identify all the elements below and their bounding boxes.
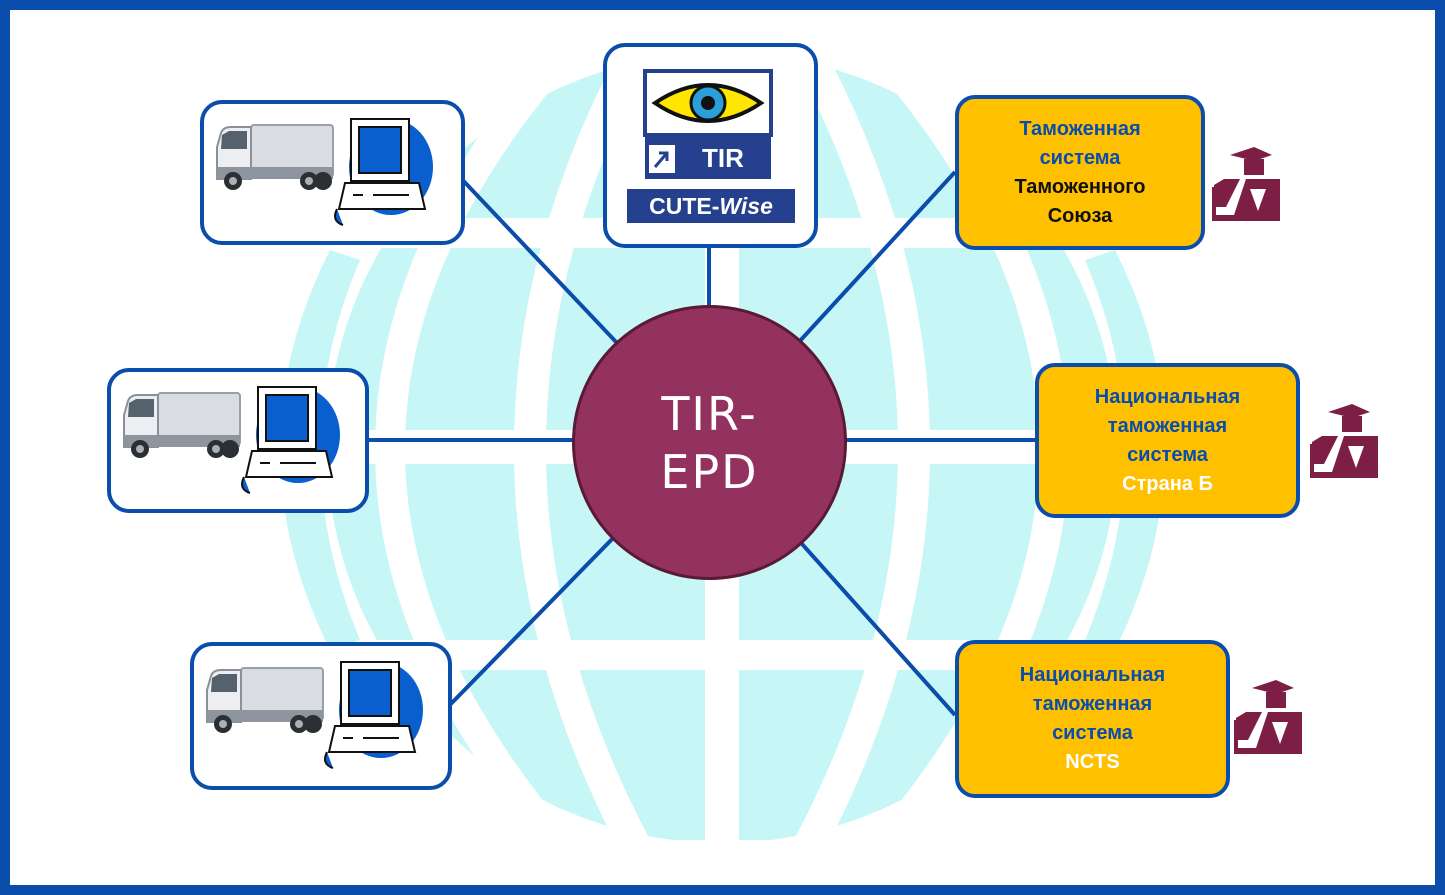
customs-officer-icon	[1234, 680, 1302, 754]
customs-box-line: NCTS	[1065, 751, 1120, 773]
truck-computer-icon	[206, 661, 424, 769]
customs-box-line: таможенная	[1032, 693, 1153, 715]
hub-label-line1: TIR-	[661, 386, 758, 441]
customs-box-line: таможенная	[1107, 414, 1228, 437]
truck-computer-icon	[123, 386, 341, 494]
customs-box-line: система	[1052, 722, 1133, 744]
customs-officer-icon	[1310, 404, 1378, 478]
truck-computer-icon	[216, 118, 434, 226]
customs-box-line: Национальная	[1094, 385, 1241, 408]
customs-box-line: Национальная	[1019, 664, 1166, 686]
brand-italic-text: Wise	[719, 193, 773, 219]
customs-box-line: система	[1127, 443, 1208, 466]
customs-box-line: Союза	[1047, 204, 1113, 227]
tir-label: TIR	[702, 143, 744, 173]
brand-text: CUTE-	[649, 193, 720, 219]
customs-box-line: система	[1039, 146, 1121, 169]
eye-logo-icon	[643, 69, 773, 179]
cute-wise-banner: CUTE-Wise	[627, 189, 795, 223]
hub-label-line2: EPD	[660, 444, 759, 499]
cute-wise-logo-box: TIR CUTE-Wise	[603, 43, 818, 248]
tir-epd-hub: TIR- EPD	[572, 305, 847, 580]
customs-box-line: Таможенная	[1019, 117, 1141, 140]
customs-box-line: Страна Б	[1122, 472, 1213, 495]
customs-box-line: Таможенного	[1014, 175, 1146, 198]
customs-officer-icon	[1212, 147, 1280, 221]
